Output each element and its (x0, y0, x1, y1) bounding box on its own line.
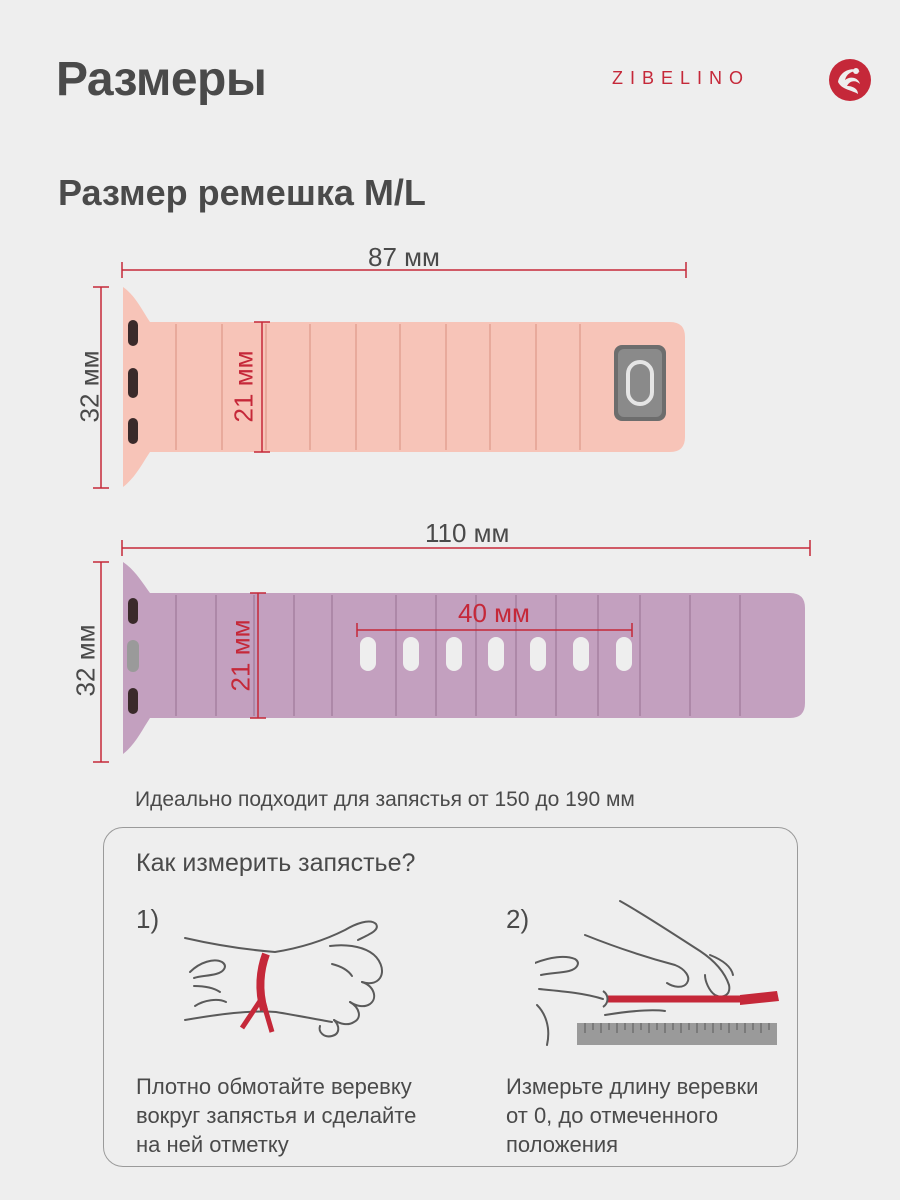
step-1-line: на ней отметку (136, 1132, 289, 1157)
wrist-wrap-illustration-icon (184, 920, 383, 1038)
magnet-clasp-icon (614, 345, 666, 421)
strap-long-dimension-lines (93, 540, 811, 763)
wrist-string (239, 952, 275, 1033)
step-2-line: Измерьте длину веревки (506, 1074, 759, 1099)
page-title: Размеры (56, 53, 267, 106)
strap-short-inner-dimension (254, 321, 270, 453)
measure-string-illustration-icon (535, 900, 779, 1046)
strap-long-inner-height-label: 21 мм (225, 619, 256, 692)
strap-short-pink (123, 287, 685, 487)
strap-short-inner-height-label: 21 мм (228, 350, 259, 423)
strap-long-holes-span-label: 40 мм (458, 598, 530, 628)
step-2-text: Измерьте длину веревки от 0, до отмеченн… (506, 1072, 758, 1159)
step-2-number: 2) (506, 904, 530, 934)
strap-short-dimension-lines (93, 262, 687, 489)
strap-diagrams (93, 262, 811, 763)
strap-long-length-label: 110 мм (425, 518, 510, 548)
brand-logo-icon (829, 59, 871, 101)
strap-long-height-label: 32 мм (70, 624, 101, 697)
strap-holes (360, 637, 632, 671)
step-2-line: от 0, до отмеченного (506, 1103, 719, 1128)
strap-long-inner-dimensions (250, 592, 633, 719)
section-title: Размер ремешка M/L (58, 172, 426, 213)
howto-title: Как измерить запястье? (136, 849, 416, 877)
step-1-line: Плотно обмотайте веревку (136, 1074, 412, 1099)
step-1-number: 1) (136, 904, 160, 934)
strap-short-length-label: 87 мм (368, 242, 440, 272)
howto-panel (103, 827, 798, 1167)
brand-name: ZIBELINO (612, 68, 751, 88)
step-1-text: Плотно обмотайте веревку вокруг запястья… (136, 1072, 416, 1159)
fit-note: Идеально подходит для запястья от 150 до… (135, 788, 635, 811)
strap-short-height-label: 32 мм (74, 350, 105, 423)
step-2-line: положения (506, 1132, 619, 1157)
ruler (577, 1023, 777, 1045)
measure-string (607, 991, 779, 1005)
strap-long-purple (123, 562, 805, 754)
step-1-line: вокруг запястья и сделайте (136, 1103, 417, 1128)
